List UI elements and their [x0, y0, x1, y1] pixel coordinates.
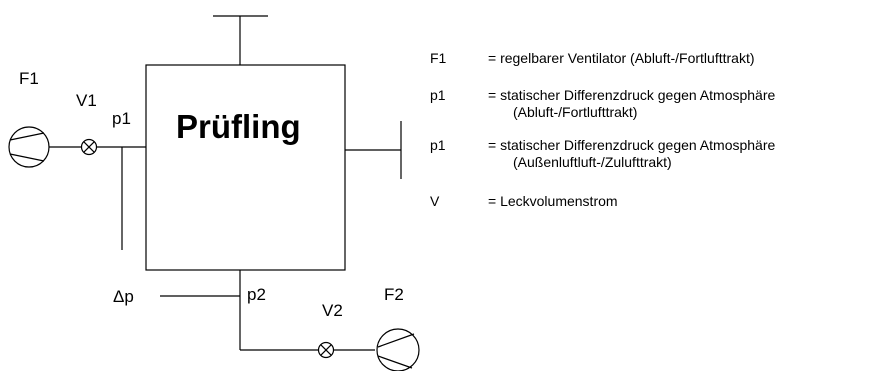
valve-v1-label: V1 [76, 91, 97, 110]
fan-f1-icon [8, 126, 50, 168]
legend-symbol: p1 [430, 87, 446, 103]
pressure-p1-label: p1 [112, 109, 131, 128]
legend-text: = Leckvolumenstrom [488, 193, 618, 209]
fan-f2-icon [376, 328, 420, 371]
legend-text: = regelbarer Ventilator (Abluft-/Fortluf… [488, 50, 755, 66]
pressure-p2-label: p2 [247, 285, 266, 304]
legend-symbol: F1 [430, 50, 447, 66]
legend-symbol: p1 [430, 137, 446, 153]
valve-v1-icon [80, 138, 98, 156]
fan-f2-label: F2 [384, 285, 404, 304]
legend-subtext: (Außenluftluft-/Zulufttrakt) [513, 154, 672, 170]
legend-text: = statischer Differenzdruck gegen Atmosp… [488, 137, 776, 153]
fan-f1-label: F1 [19, 69, 39, 88]
test-object-box [145, 64, 346, 271]
delta-p-label: Δp [113, 287, 134, 306]
valve-v2-label: V2 [322, 301, 343, 320]
legend-text: = statischer Differenzdruck gegen Atmosp… [488, 87, 776, 103]
legend-symbol: V [430, 193, 440, 209]
legend-subtext: (Abluft-/Fortlufttrakt) [513, 104, 638, 120]
valve-v2-icon [317, 341, 335, 359]
box-title: Prüfling [176, 108, 301, 145]
